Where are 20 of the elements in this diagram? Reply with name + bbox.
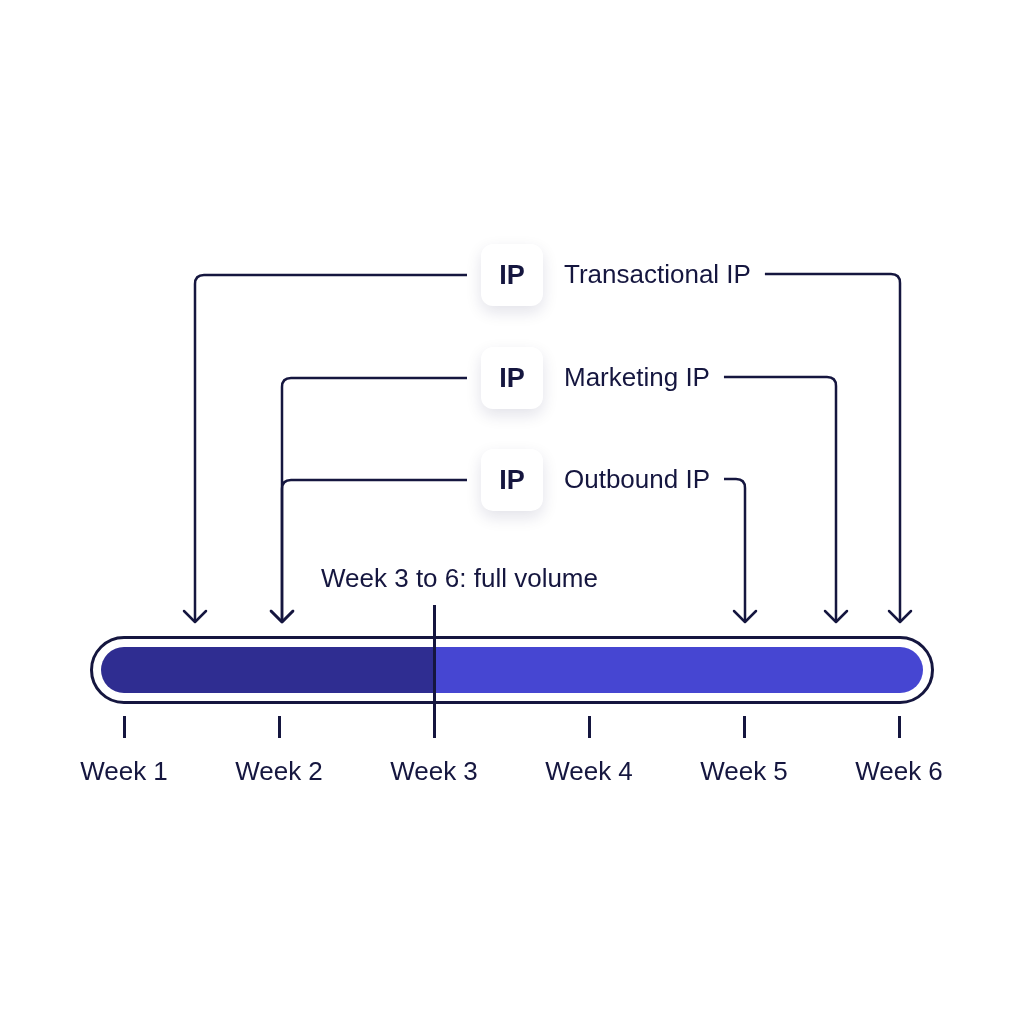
ip-label: Marketing IP <box>564 362 710 392</box>
arrow <box>182 273 467 624</box>
ramp-segment <box>101 647 434 693</box>
week-label: Week 4 <box>545 756 633 786</box>
full-volume-segment <box>434 647 923 693</box>
ip-tile: IP <box>481 449 543 511</box>
week-label: Week 5 <box>700 756 788 786</box>
ip-tile: IP <box>481 244 543 306</box>
week-label: Week 3 <box>390 756 478 786</box>
arrow <box>269 478 467 624</box>
ip-label: Transactional IP <box>564 259 751 289</box>
arrow <box>723 375 849 624</box>
week-label: Week 1 <box>80 756 168 786</box>
arrow <box>764 272 913 624</box>
arrow <box>724 477 758 624</box>
ip-tile: IP <box>481 347 543 409</box>
milestone-label: Week 3 to 6: full volume <box>321 563 598 593</box>
ip-label: Outbound IP <box>564 464 710 494</box>
week-label: Week 2 <box>235 756 323 786</box>
week-label: Week 6 <box>855 756 943 786</box>
